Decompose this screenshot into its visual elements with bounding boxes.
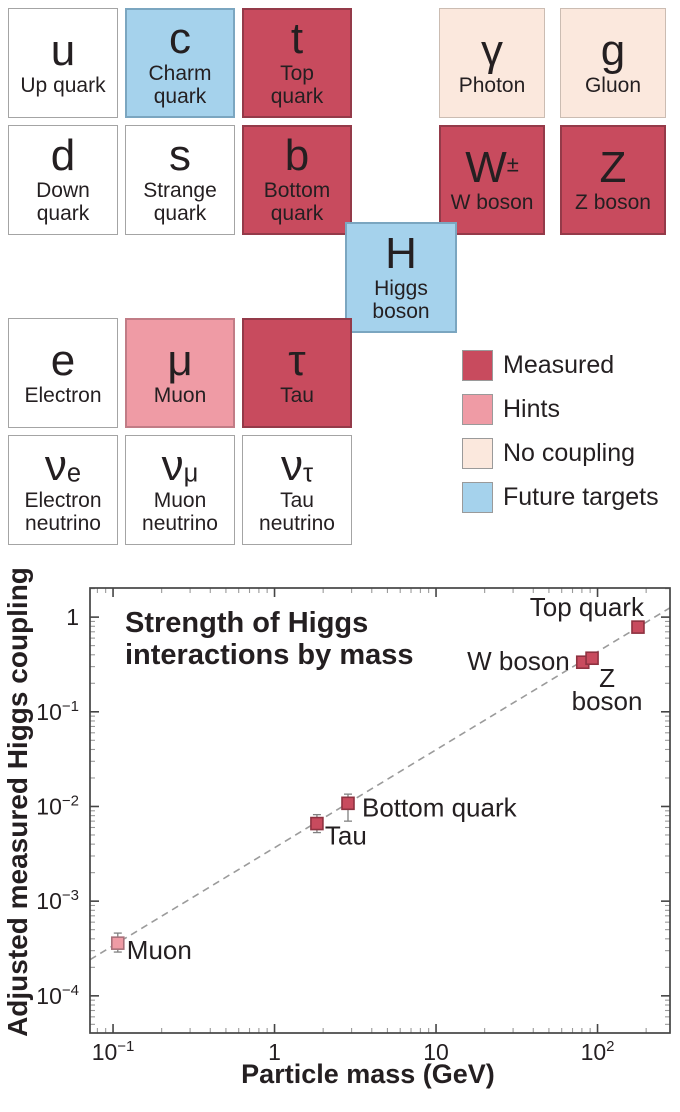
y-tick-label: 10−1: [36, 698, 79, 725]
annotation-muon: Muon: [127, 935, 192, 965]
legend-swatch-hints: [462, 394, 493, 425]
legend-item-measured: Measured: [462, 350, 614, 381]
particle-name: Z boson: [575, 190, 651, 214]
tile-w-boson: W±W boson: [439, 125, 545, 235]
particle-name: Photon: [458, 73, 526, 97]
higgs-coupling-chart: 10−1 1 10 102 1 10−1 10−2 10−3 10−4 Muon TauBottom…: [2, 567, 671, 1089]
particle-name: Gluon: [584, 73, 642, 97]
particle-name: Strange quark: [143, 179, 217, 225]
particle-name: Tau: [280, 383, 314, 407]
particle-symbol: νe: [44, 441, 82, 491]
particle-name: Up quark: [20, 73, 106, 97]
particle-symbol: νμ: [161, 441, 199, 491]
particle-symbol: τ: [288, 335, 306, 385]
legend-swatch-measured: [462, 350, 493, 381]
legend-label: Measured: [503, 351, 615, 379]
particle-symbol: u: [50, 25, 76, 75]
annotation-top-quark: Top quark: [530, 592, 645, 622]
particle-symbol: d: [50, 131, 76, 181]
plot-frame: [89, 587, 671, 1034]
particle-symbol: b: [284, 131, 310, 181]
data-point-muon: [110, 936, 125, 950]
x-tick-label: 1: [268, 1039, 281, 1065]
particle-symbol: ντ: [280, 441, 314, 491]
y-tick-label: 10−4: [36, 982, 79, 1009]
particle-name: W boson: [450, 190, 534, 214]
data-point-z-boson: [585, 651, 599, 666]
y-tick-label: 10−3: [36, 887, 79, 914]
legend-item-no-coupling: No coupling: [462, 438, 635, 469]
chart-title: Strength of Higgs: [125, 607, 368, 639]
legend-swatch-no_coupling: [462, 438, 493, 469]
legend-label: Future targets: [503, 483, 659, 511]
particle-name: Electron: [24, 383, 102, 407]
particle-symbol: c: [169, 14, 191, 64]
y-tick-label: 10−2: [36, 792, 79, 819]
x-tick-label: 10−1: [92, 1038, 135, 1065]
particle-symbol: s: [169, 131, 191, 181]
data-point-tau: [310, 816, 324, 831]
x-tick-label: 10: [423, 1039, 449, 1065]
particle-name: Higgs boson: [372, 276, 430, 323]
legend-item-hints: Hints: [462, 394, 560, 425]
trend-line: [89, 607, 671, 961]
particle-name: Bottom quark: [263, 179, 331, 225]
particle-name: Tau neutrino: [259, 489, 335, 535]
annotation-w-boson: W boson: [467, 646, 570, 676]
particle-name: Muon: [153, 383, 207, 407]
legend-item-future-targets: Future targets: [462, 482, 659, 513]
particle-symbol: H: [385, 228, 417, 278]
y-axis-title: Adjusted measured Higgs coupling: [2, 567, 33, 1037]
particle-symbol: Z: [599, 142, 627, 192]
chart-title: interactions by mass: [125, 639, 414, 671]
x-tick-label: 102: [581, 1038, 615, 1065]
x-axis-title: Particle mass (GeV): [241, 1059, 495, 1089]
annotation-bottom-quark: Bottom quark: [362, 792, 518, 822]
particle-name: Charm quark: [148, 62, 212, 108]
particle-name: Muon neutrino: [142, 489, 218, 535]
particle-symbol: γ: [481, 25, 503, 75]
particle-symbol: g: [600, 25, 626, 75]
legend-label: No coupling: [503, 439, 636, 467]
legend-label: Hints: [503, 395, 560, 423]
particle-symbol: t: [290, 14, 304, 64]
particle-name: Down quark: [36, 179, 90, 225]
y-tick-label: 1: [66, 604, 79, 630]
data-point-top-quark: [631, 620, 645, 634]
legend-swatch-future: [462, 482, 493, 513]
particle-name: Top quark: [270, 62, 324, 108]
particle-symbol: μ: [167, 335, 193, 385]
annotation-tau: Tau: [325, 821, 367, 851]
particle-symbol: e: [50, 335, 76, 385]
particle-name: Electron neutrino: [24, 489, 102, 535]
particle-symbol: W±: [465, 142, 519, 192]
data-point-bottom-quark: [341, 796, 355, 811]
